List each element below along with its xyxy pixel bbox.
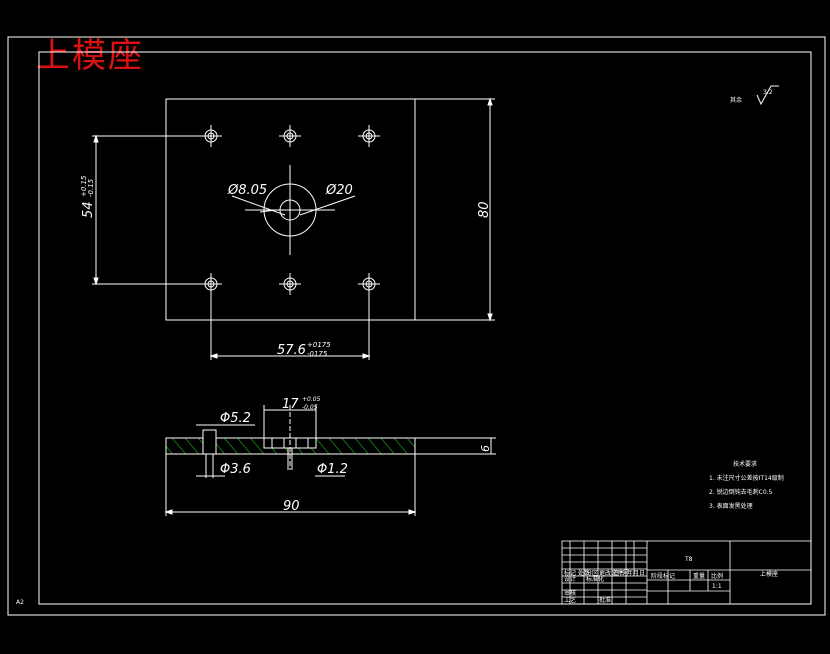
dim-54-text: 54 <box>81 201 96 218</box>
dim-57-6-text: 57.6 <box>277 343 306 358</box>
title-scale: 1:1 <box>712 583 722 590</box>
title-stage-1: 重量 <box>693 572 705 580</box>
dim-pin-text: Φ1.2 <box>317 462 348 477</box>
title-row-1: 设计 <box>564 575 576 583</box>
notes-heading: 技术要求 <box>733 460 757 468</box>
mounting-holes <box>200 125 380 295</box>
title-block <box>561 540 812 605</box>
title-material: T8 <box>684 556 693 563</box>
roughness-label: 其余 <box>730 96 742 104</box>
inner-border <box>38 51 812 605</box>
title-stage-2: 比例 <box>711 572 723 580</box>
title-row-0: 标记 处数 <box>564 569 590 577</box>
dim-hole-small-text: Ø8.05 <box>227 183 267 198</box>
corner-label: A2 <box>16 599 24 606</box>
dim-6-text: 6 <box>479 445 492 452</box>
note-2: 2. 锐边倒钝去毛刺C0.5 <box>709 488 773 496</box>
title-field-1: 批准 <box>599 596 611 604</box>
dim-54-tol-upper: +0.15 <box>80 175 88 197</box>
roughness-symbol <box>756 85 779 106</box>
dim-57-6-tol-upper: +0175 <box>307 341 331 349</box>
dim-hole-text: Φ3.6 <box>220 462 251 477</box>
plate-outline <box>165 98 416 321</box>
dim-80-text: 80 <box>477 201 492 218</box>
dim-17-tol-upper: +0.05 <box>302 396 321 403</box>
dim-17-tol-lower: -0.05 <box>302 404 318 411</box>
dim-57-6-tol-lower: -0175 <box>307 350 328 358</box>
dim-17-text: 17 <box>282 397 299 412</box>
dim-54-tol-lower: -0.15 <box>87 178 95 197</box>
title-col-0: 分区 <box>586 569 598 577</box>
note-3: 3. 表面发黑处理 <box>709 502 753 510</box>
dim-counterbore-text: Φ5.2 <box>220 411 251 426</box>
dim-90-text: 90 <box>283 499 300 514</box>
roughness-value: 3.2 <box>763 89 773 96</box>
outer-border <box>7 36 826 616</box>
title-part-name: 上模座 <box>760 570 778 578</box>
title-col-3: 年月日 <box>627 569 645 577</box>
title-row-3: 工艺 <box>564 596 576 604</box>
drawing-title-overlay: 上模座 <box>36 36 144 76</box>
title-row-2: 审核 <box>564 589 576 597</box>
top-view <box>92 97 495 360</box>
title-stage-0: 阶段标记 <box>651 572 675 580</box>
title-field-0: 标准化 <box>586 575 604 583</box>
dim-hole-large-text: Ø20 <box>325 183 353 198</box>
title-col-1: 更改文件号 <box>599 569 629 577</box>
section-view <box>164 405 496 516</box>
title-col-2: 签名 <box>613 569 625 577</box>
note-1: 1. 未注尺寸公差按IT14级制 <box>709 474 784 482</box>
